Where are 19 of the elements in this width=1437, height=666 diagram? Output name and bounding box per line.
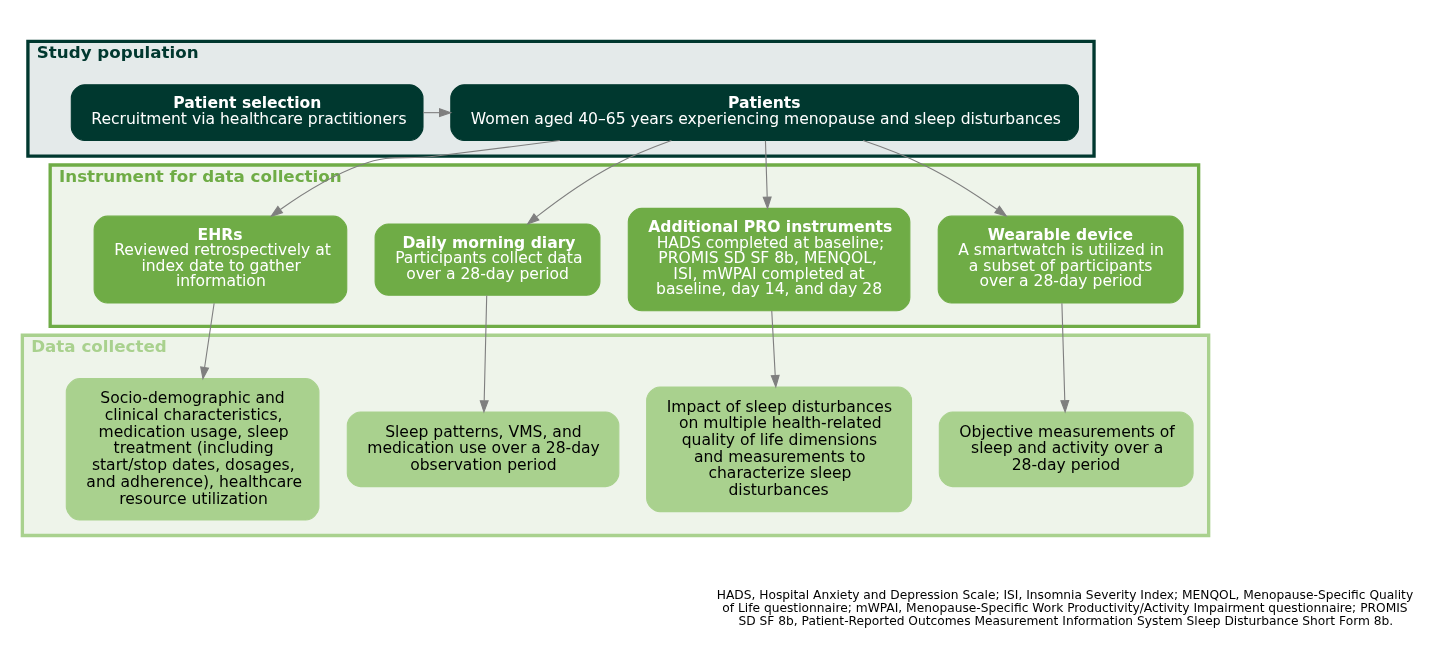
arrow bbox=[762, 140, 772, 210]
node-box: Impact of sleep disturbances on multiple health-related quality of life dimensions and measurements to characterize sleep disturbances bbox=[645, 386, 912, 513]
arrow bbox=[479, 294, 489, 414]
node-box: Patients Women aged 40–65 years experiencing menopause and sleep disturbances bbox=[449, 84, 1079, 142]
node-box: Sleep patterns, VMS, and medication use over a 28-day observation period bbox=[346, 411, 619, 488]
arrow bbox=[770, 310, 780, 389]
arrow bbox=[269, 139, 560, 218]
node-box: Objective measurements of sleep and activity over a 28-day period bbox=[938, 411, 1194, 488]
arrow bbox=[862, 140, 1008, 217]
node-box: Daily morning diary Participants collect data over a 28-day period bbox=[374, 223, 600, 296]
arrow bbox=[525, 140, 672, 225]
arrow bbox=[1059, 302, 1069, 414]
node-box: Patient selection Recruitment via healthcare practitioners bbox=[70, 84, 424, 142]
node-box: Wearable device A smartwatch is utilized in a subset of participants over a 28-day period bbox=[937, 215, 1184, 304]
node-box: Socio-demographic and clinical characteristics, medication usage, sleep treatment (including start/stop dates, dosages, and adherence), healthcare resource utilization bbox=[65, 378, 319, 521]
node-box: Additional PRO instruments HADS completed at baseline; PROMIS SD SF 8b, MENQOL, ISI, mWPAI completed at baseline, day 14, and day 28 bbox=[627, 207, 910, 312]
label: HADS, Hospital Anxiety and Depression Scale; ISI, Insomnia Severity Index; MENQOL, Menopause-Specific Quality of Life questionnaire; mWPAI, Menopause-Specific Work Productivity/Activity Impairment questionnaire; PROMIS SD SF 8b, Patient-Reported Outcomes Measurement Information System Sleep Disturbance Short Form 8b. bbox=[716, 587, 1413, 629]
node-box: EHRs Reviewed retrospectively at index date to gather information bbox=[93, 215, 347, 304]
arrow bbox=[199, 302, 215, 381]
